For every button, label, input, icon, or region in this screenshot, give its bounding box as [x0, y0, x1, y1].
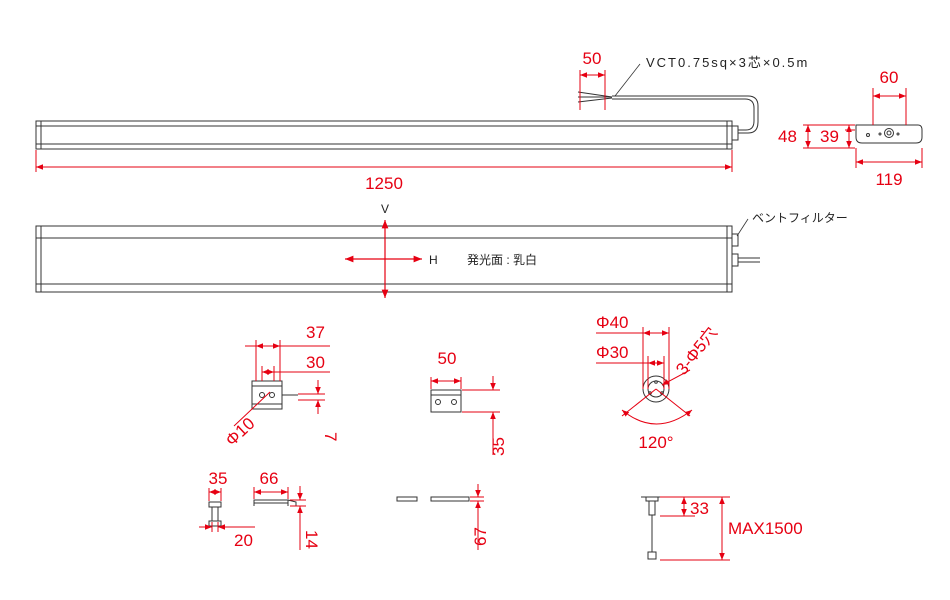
power-cable	[577, 91, 759, 134]
small-35-label: 35	[209, 469, 228, 488]
bracket-phi10-label: Φ10	[222, 414, 259, 450]
pendant-dimensions	[660, 496, 730, 561]
axis-arrows	[345, 220, 422, 298]
holes-label: 3-Φ5穴	[672, 323, 721, 378]
length-dimension	[35, 150, 733, 172]
channel-dimensions	[253, 486, 306, 550]
clip-35-label: 35	[489, 437, 508, 456]
clip-part	[430, 389, 462, 413]
phi30-label: Φ30	[596, 343, 628, 362]
vent-filter-label: ベントフィルター	[752, 211, 848, 225]
small-holder-dimensions	[199, 488, 255, 532]
plate-dimensions	[470, 484, 484, 550]
phi40-label: Φ40	[596, 313, 628, 332]
bracket-7-label: 7	[321, 432, 340, 441]
angle-label: 120°	[638, 433, 673, 452]
small-66-label: 66	[260, 469, 279, 488]
flat-plates	[396, 496, 470, 502]
mounting-bracket	[251, 380, 298, 410]
cable-spec-label: VCT0.75sq×3芯×0.5m	[646, 55, 809, 70]
axis-h-label: H	[429, 253, 438, 267]
circular-mount-dimensions	[596, 327, 693, 425]
end-height-label: 48	[778, 127, 797, 146]
pend-33-label: 33	[690, 499, 709, 518]
end-width-label: 60	[880, 68, 899, 87]
end-inner-height-label: 39	[820, 127, 839, 146]
vent-leader	[736, 218, 749, 237]
max-length-label: MAX1500	[728, 519, 803, 538]
small-14-label: 14	[302, 530, 321, 549]
small-holder-part	[208, 501, 222, 527]
wire-strip-label: 50	[583, 49, 602, 68]
emitting-surface-label: 発光面 : 乳白	[467, 252, 537, 267]
clip-50-label: 50	[438, 349, 457, 368]
bracket-dimensions	[233, 340, 330, 427]
pendant-hanger	[641, 496, 663, 560]
length-label: 1250	[365, 174, 403, 193]
cable-leader	[614, 63, 641, 97]
bracket-30-label: 30	[306, 353, 325, 372]
end-base-width-label: 119	[875, 170, 902, 189]
channel-part	[253, 499, 297, 506]
small-20-label: 20	[234, 531, 253, 550]
wire-strip-dimension	[579, 70, 606, 110]
bracket-37-label: 37	[306, 323, 325, 342]
end-view	[855, 124, 923, 144]
axis-v-label: V	[381, 202, 389, 216]
small-67-label: 67	[471, 527, 490, 546]
top-view-bar	[35, 120, 739, 150]
end-view-dimensions	[803, 88, 923, 168]
clip-dimensions	[430, 376, 500, 455]
